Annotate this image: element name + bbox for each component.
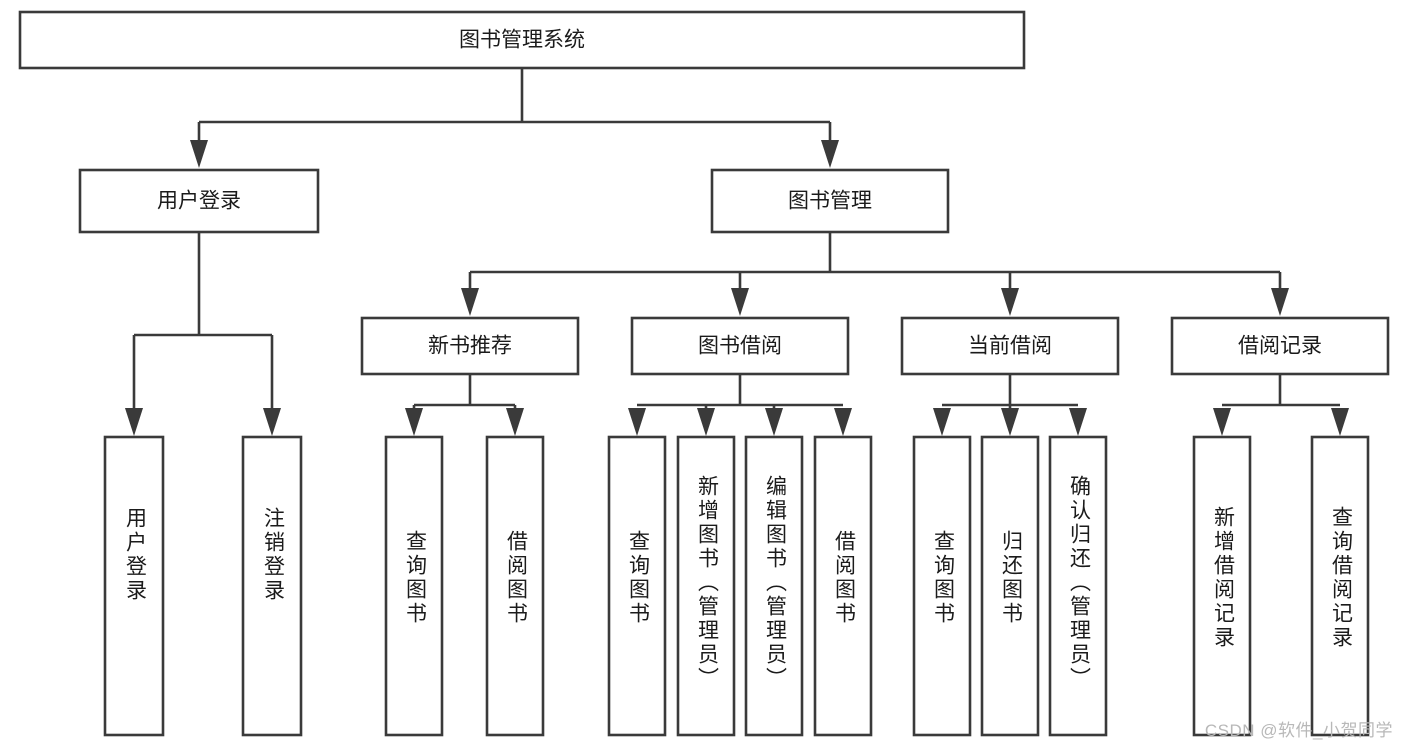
node-leaf-current-2-box[interactable]: [980, 435, 1040, 737]
arrow-head-login-leaf1: [125, 408, 143, 436]
node-leaf-newbook-1-label: 查询图书: [403, 530, 427, 626]
arrow-head-newbook-leaf2: [506, 408, 524, 436]
node-newbook-label: 新书推荐: [428, 335, 512, 358]
node-login[interactable]: 用户登录: [78, 168, 320, 234]
connector-group-borrow-leaves: [628, 374, 852, 436]
node-leaf-borrow-1[interactable]: 查询图书: [607, 435, 667, 737]
node-leaf-records-2[interactable]: 查询借阅记录: [1310, 435, 1370, 737]
node-leaf-records-1[interactable]: 新增借阅记录: [1192, 435, 1252, 737]
arrow-head-borrow-leaf3: [765, 408, 783, 436]
arrow-head-borrow-leaf4: [834, 408, 852, 436]
arrow-head-borrow-leaf1: [628, 408, 646, 436]
arrow-head-records-leaf1: [1213, 408, 1231, 436]
node-leaf-current-2[interactable]: 归还图书: [980, 435, 1040, 737]
arrow-head-current-leaf2: [1001, 408, 1019, 436]
node-leaf-current-2-label: 归还图书: [999, 530, 1023, 626]
node-borrow-box[interactable]: [630, 316, 850, 376]
node-leaf-current-3-label: 确认归还（管理员）: [1067, 475, 1091, 691]
node-leaf-records-1-box[interactable]: [1192, 435, 1252, 737]
node-newbook[interactable]: 新书推荐: [360, 316, 580, 376]
arrow-head-current-leaf3: [1069, 408, 1087, 436]
arrow-head-login: [190, 140, 208, 168]
node-leaf-borrow-4[interactable]: 借阅图书: [813, 435, 873, 737]
node-leaf-borrow-3-label: 编辑图书（管理员）: [763, 475, 787, 691]
connector-group-root: [190, 68, 839, 168]
node-leaf-records-2-label: 查询借阅记录: [1329, 506, 1353, 650]
node-root-label: 图书管理系统: [459, 29, 585, 52]
node-leaf-records-2-box[interactable]: [1310, 435, 1370, 737]
node-current-label: 当前借阅: [968, 335, 1052, 358]
node-bookmgmt[interactable]: 图书管理: [710, 168, 950, 234]
node-leaf-newbook-1-box[interactable]: [384, 435, 444, 737]
node-leaf-borrow-2[interactable]: 新增图书（管理员）: [676, 435, 736, 737]
node-leaf-borrow-4-label: 借阅图书: [832, 530, 856, 626]
arrow-head-records: [1271, 288, 1289, 316]
node-leaf-newbook-2-label: 借阅图书: [504, 530, 528, 626]
node-bookmgmt-box[interactable]: [710, 168, 950, 234]
node-leaf-login-1-label: 用户登录: [123, 507, 147, 603]
node-login-label: 用户登录: [157, 190, 241, 213]
node-root[interactable]: 图书管理系统: [18, 10, 1026, 70]
node-leaf-borrow-3[interactable]: 编辑图书（管理员）: [744, 435, 804, 737]
node-leaf-newbook-2[interactable]: 借阅图书: [485, 435, 545, 737]
node-leaf-login-1[interactable]: 用户登录: [103, 435, 165, 737]
connector-group-bookmgmt: [461, 232, 1289, 316]
arrow-head-current: [1001, 288, 1019, 316]
node-root-box[interactable]: [18, 10, 1026, 70]
node-leaf-newbook-2-box[interactable]: [485, 435, 545, 737]
node-records[interactable]: 借阅记录: [1170, 316, 1390, 376]
node-leaf-login-2-label: 注销登录: [261, 507, 285, 603]
node-leaf-login-2-box[interactable]: [241, 435, 303, 737]
arrow-head-borrow-leaf2: [697, 408, 715, 436]
arrow-head-login-leaf2: [263, 408, 281, 436]
node-newbook-box[interactable]: [360, 316, 580, 376]
node-login-box[interactable]: [78, 168, 320, 234]
node-leaf-borrow-3-box[interactable]: [744, 435, 804, 737]
connector-group-login-leaves: [125, 232, 281, 436]
node-records-label: 借阅记录: [1238, 335, 1322, 358]
node-leaf-newbook-1[interactable]: 查询图书: [384, 435, 444, 737]
node-leaf-borrow-4-box[interactable]: [813, 435, 873, 737]
arrow-head-bookmgmt: [821, 140, 839, 168]
node-leaf-current-1-label: 查询图书: [931, 530, 955, 626]
node-records-box[interactable]: [1170, 316, 1390, 376]
node-current[interactable]: 当前借阅: [900, 316, 1120, 376]
node-current-box[interactable]: [900, 316, 1120, 376]
arrow-head-current-leaf1: [933, 408, 951, 436]
node-leaf-borrow-1-label: 查询图书: [626, 530, 650, 626]
connector-group-newbook-leaves: [405, 374, 524, 436]
arrow-head-records-leaf2: [1331, 408, 1349, 436]
node-leaf-current-1[interactable]: 查询图书: [912, 435, 972, 737]
arrow-head-borrow: [731, 288, 749, 316]
connector-group-current-leaves: [933, 374, 1087, 436]
connector-group-records-leaves: [1213, 374, 1349, 436]
node-leaf-borrow-1-box[interactable]: [607, 435, 667, 737]
node-leaf-borrow-2-box[interactable]: [676, 435, 736, 737]
node-leaf-current-3-box[interactable]: [1048, 435, 1108, 737]
node-bookmgmt-label: 图书管理: [788, 190, 872, 213]
node-leaf-login-2[interactable]: 注销登录: [241, 435, 303, 737]
node-leaf-login-1-box[interactable]: [103, 435, 165, 737]
node-borrow-label: 图书借阅: [698, 335, 782, 358]
node-leaf-current-1-box[interactable]: [912, 435, 972, 737]
node-leaf-records-1-label: 新增借阅记录: [1211, 506, 1235, 650]
node-leaf-current-3[interactable]: 确认归还（管理员）: [1048, 435, 1108, 737]
arrow-head-newbook: [461, 288, 479, 316]
arrow-head-newbook-leaf1: [405, 408, 423, 436]
node-leaf-borrow-2-label: 新增图书（管理员）: [695, 475, 719, 691]
node-borrow[interactable]: 图书借阅: [630, 316, 850, 376]
